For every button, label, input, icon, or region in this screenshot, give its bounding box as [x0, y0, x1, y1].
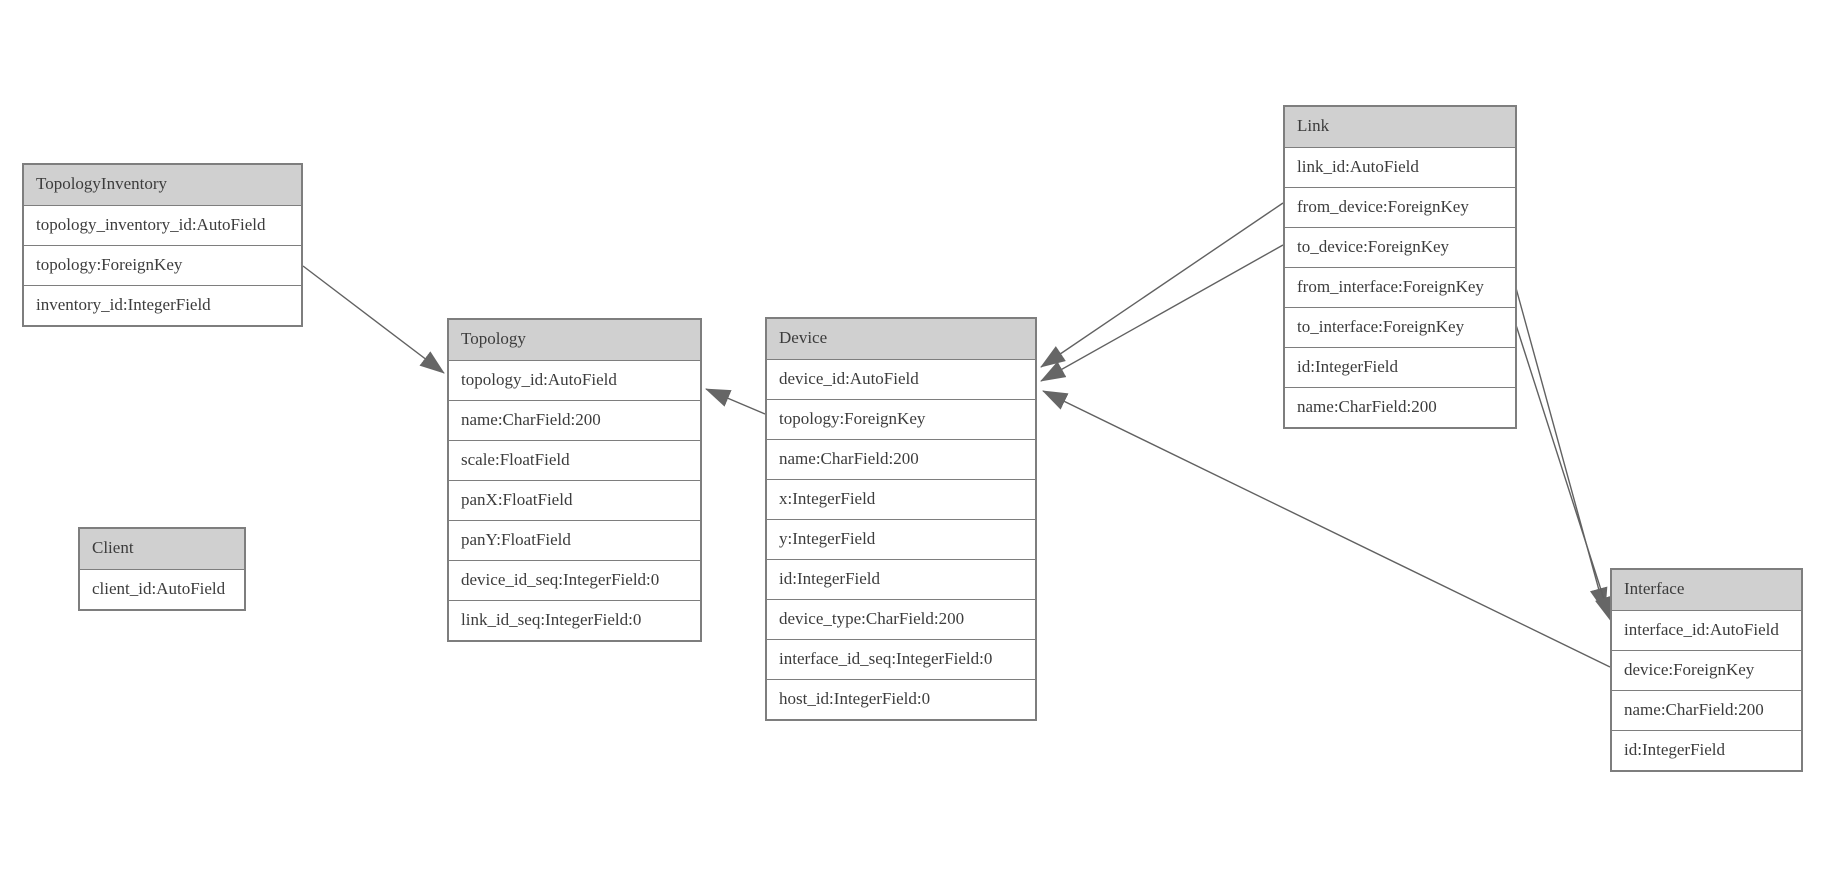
field-row-topology-0: topology_id:AutoField — [449, 360, 700, 400]
edge-link-from-device-to-device — [1040, 202, 1284, 368]
edge-device-topology-to-topology — [705, 388, 766, 415]
field-row-device-0: device_id:AutoField — [767, 359, 1035, 399]
field-row-topology-4: panY:FloatField — [449, 520, 700, 560]
field-row-topology-inventory-1: topology:ForeignKey — [24, 245, 301, 285]
field-row-device-2: name:CharField:200 — [767, 439, 1035, 479]
field-row-topology-inventory-2: inventory_id:IntegerField — [24, 285, 301, 325]
field-row-link-5: id:IntegerField — [1285, 347, 1515, 387]
field-row-link-6: name:CharField:200 — [1285, 387, 1515, 427]
field-row-interface-0: interface_id:AutoField — [1612, 610, 1801, 650]
field-row-device-5: id:IntegerField — [767, 559, 1035, 599]
field-row-link-1: from_device:ForeignKey — [1285, 187, 1515, 227]
edge-link-to-interface-to-interface — [1515, 324, 1613, 622]
field-row-device-1: topology:ForeignKey — [767, 399, 1035, 439]
entity-title-client: Client — [80, 529, 244, 569]
field-row-topology-2: scale:FloatField — [449, 440, 700, 480]
field-row-link-2: to_device:ForeignKey — [1285, 227, 1515, 267]
edge-link-from-interface-to-interface — [1515, 287, 1608, 613]
field-row-topology-5: device_id_seq:IntegerField:0 — [449, 560, 700, 600]
field-row-link-3: from_interface:ForeignKey — [1285, 267, 1515, 307]
field-row-device-7: interface_id_seq:IntegerField:0 — [767, 639, 1035, 679]
field-row-client-0: client_id:AutoField — [80, 569, 244, 609]
field-row-interface-2: name:CharField:200 — [1612, 690, 1801, 730]
field-row-device-8: host_id:IntegerField:0 — [767, 679, 1035, 719]
field-row-device-3: x:IntegerField — [767, 479, 1035, 519]
field-row-topology-inventory-0: topology_inventory_id:AutoField — [24, 205, 301, 245]
entity-title-topology: Topology — [449, 320, 700, 360]
field-row-link-4: to_interface:ForeignKey — [1285, 307, 1515, 347]
edge-topologyinventory-topology-to-topology — [302, 265, 445, 374]
field-row-topology-1: name:CharField:200 — [449, 400, 700, 440]
field-row-interface-1: device:ForeignKey — [1612, 650, 1801, 690]
edge-link-to-device-to-device — [1040, 244, 1284, 382]
field-row-topology-6: link_id_seq:IntegerField:0 — [449, 600, 700, 640]
entity-title-topology-inventory: TopologyInventory — [24, 165, 301, 205]
field-row-interface-3: id:IntegerField — [1612, 730, 1801, 770]
entity-title-link: Link — [1285, 107, 1515, 147]
edge-interface-device-to-device — [1042, 390, 1611, 668]
field-row-device-6: device_type:CharField:200 — [767, 599, 1035, 639]
entity-title-interface: Interface — [1612, 570, 1801, 610]
field-row-device-4: y:IntegerField — [767, 519, 1035, 559]
entity-title-device: Device — [767, 319, 1035, 359]
field-row-link-0: link_id:AutoField — [1285, 147, 1515, 187]
field-row-topology-3: panX:FloatField — [449, 480, 700, 520]
